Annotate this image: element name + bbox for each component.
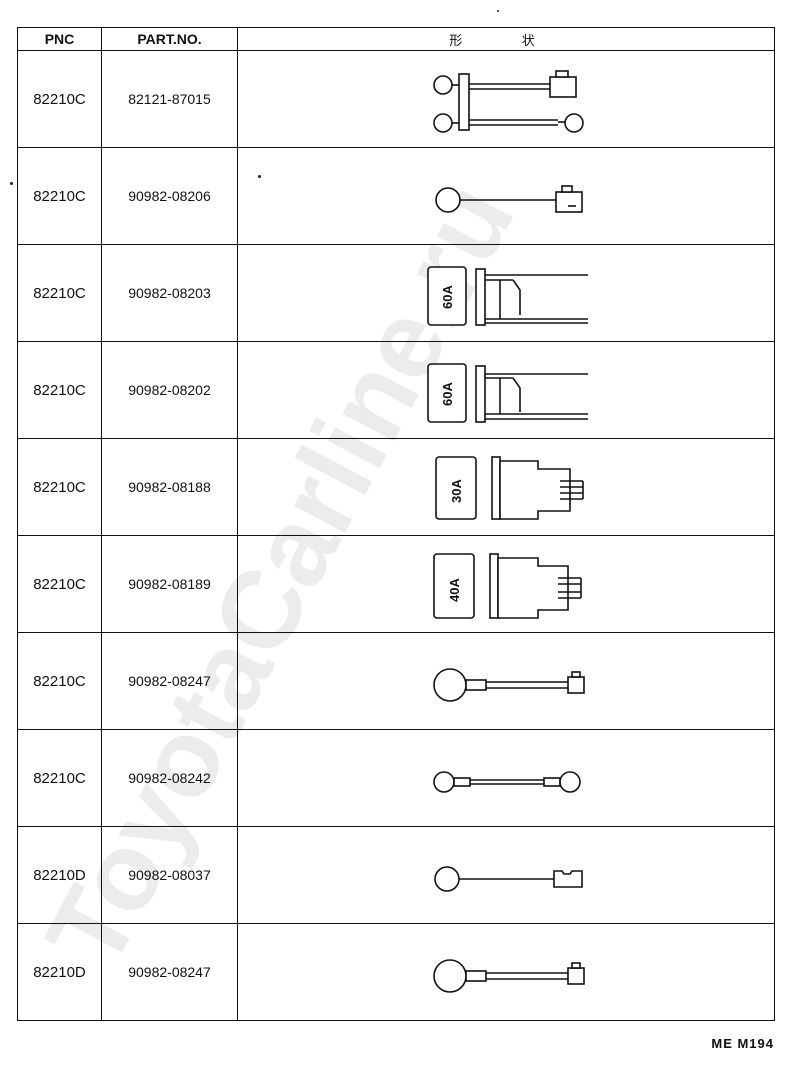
table-row: 82210C 90982-08247 bbox=[17, 632, 775, 730]
pnc-cell: 82210D bbox=[17, 923, 102, 1021]
table-row: 82210D 90982-08037 bbox=[17, 826, 775, 924]
pnc-cell: 82210C bbox=[17, 632, 102, 730]
pnc-cell: 82210C bbox=[17, 147, 102, 245]
ring-terminal-connector-icon bbox=[433, 959, 585, 993]
table-row: 82210C 82121-87015 bbox=[17, 50, 775, 148]
double-wire-harness-icon bbox=[433, 70, 584, 133]
part-no-header: PART.NO. bbox=[101, 27, 238, 51]
scan-speck bbox=[258, 175, 261, 178]
shape-cell bbox=[237, 729, 775, 827]
shape-cell bbox=[237, 826, 775, 924]
part-number-cell: 90982-08189 bbox=[101, 535, 238, 633]
table-row: 82210C 90982-08202 60A bbox=[17, 341, 775, 439]
part-number-cell: 90982-08037 bbox=[101, 826, 238, 924]
fusible-link-60a-icon: 60A bbox=[427, 266, 588, 326]
header-row: PNC PART.NO. 形 状 bbox=[17, 27, 775, 51]
table-row: 82210C 90982-08189 40A bbox=[17, 535, 775, 633]
part-number-cell: 90982-08188 bbox=[101, 438, 238, 536]
shape-cell: 40A bbox=[237, 535, 775, 633]
shape-header: 形 状 bbox=[237, 27, 775, 51]
fuse-rating-label: 60A bbox=[440, 285, 455, 309]
shape-cell: 60A bbox=[237, 244, 775, 342]
table-row: 82210C 90982-08203 60A bbox=[17, 244, 775, 342]
pnc-cell: 82210D bbox=[17, 826, 102, 924]
part-number-cell: 90982-08206 bbox=[101, 147, 238, 245]
pnc-cell: 82210C bbox=[17, 535, 102, 633]
pnc-cell: 82210C bbox=[17, 729, 102, 827]
table-row: 82210C 90982-08206 bbox=[17, 147, 775, 245]
scan-speck bbox=[497, 10, 499, 12]
part-number-cell: 82121-87015 bbox=[101, 50, 238, 148]
parts-table: PNC PART.NO. 形 状 82210C 82121-87015 bbox=[17, 27, 775, 1021]
cartridge-fuse-40a-icon: 40A bbox=[433, 553, 582, 619]
ring-to-ring-wire-icon bbox=[433, 771, 581, 793]
fusible-link-60a-icon: 60A bbox=[427, 363, 588, 423]
shape-cell: 60A bbox=[237, 341, 775, 439]
shape-cell bbox=[237, 632, 775, 730]
pnc-cell: 82210C bbox=[17, 50, 102, 148]
single-wire-connector-icon bbox=[435, 185, 583, 213]
sheet-code: ME M194 bbox=[711, 1036, 774, 1051]
part-number-cell: 90982-08203 bbox=[101, 244, 238, 342]
pnc-cell: 82210C bbox=[17, 438, 102, 536]
part-number-cell: 90982-08247 bbox=[101, 923, 238, 1021]
fuse-rating-label: 40A bbox=[447, 578, 462, 602]
shape-cell bbox=[237, 147, 775, 245]
shape-cell bbox=[237, 50, 775, 148]
shape-cell: 30A bbox=[237, 438, 775, 536]
table-row: 82210C 90982-08242 bbox=[17, 729, 775, 827]
pnc-header: PNC bbox=[17, 27, 102, 51]
ring-terminal-connector-icon bbox=[433, 668, 585, 702]
pnc-cell: 82210C bbox=[17, 341, 102, 439]
table-row: 82210D 90982-08247 bbox=[17, 923, 775, 1021]
cartridge-fuse-30a-icon: 30A bbox=[435, 456, 584, 520]
fuse-rating-label: 60A bbox=[440, 382, 455, 406]
table-row: 82210C 90982-08188 30A bbox=[17, 438, 775, 536]
pnc-cell: 82210C bbox=[17, 244, 102, 342]
shape-cell bbox=[237, 923, 775, 1021]
scan-speck bbox=[10, 182, 13, 185]
part-number-cell: 90982-08242 bbox=[101, 729, 238, 827]
part-number-cell: 90982-08202 bbox=[101, 341, 238, 439]
part-number-cell: 90982-08247 bbox=[101, 632, 238, 730]
single-wire-connector-icon bbox=[434, 866, 583, 892]
fuse-rating-label: 30A bbox=[449, 479, 464, 503]
